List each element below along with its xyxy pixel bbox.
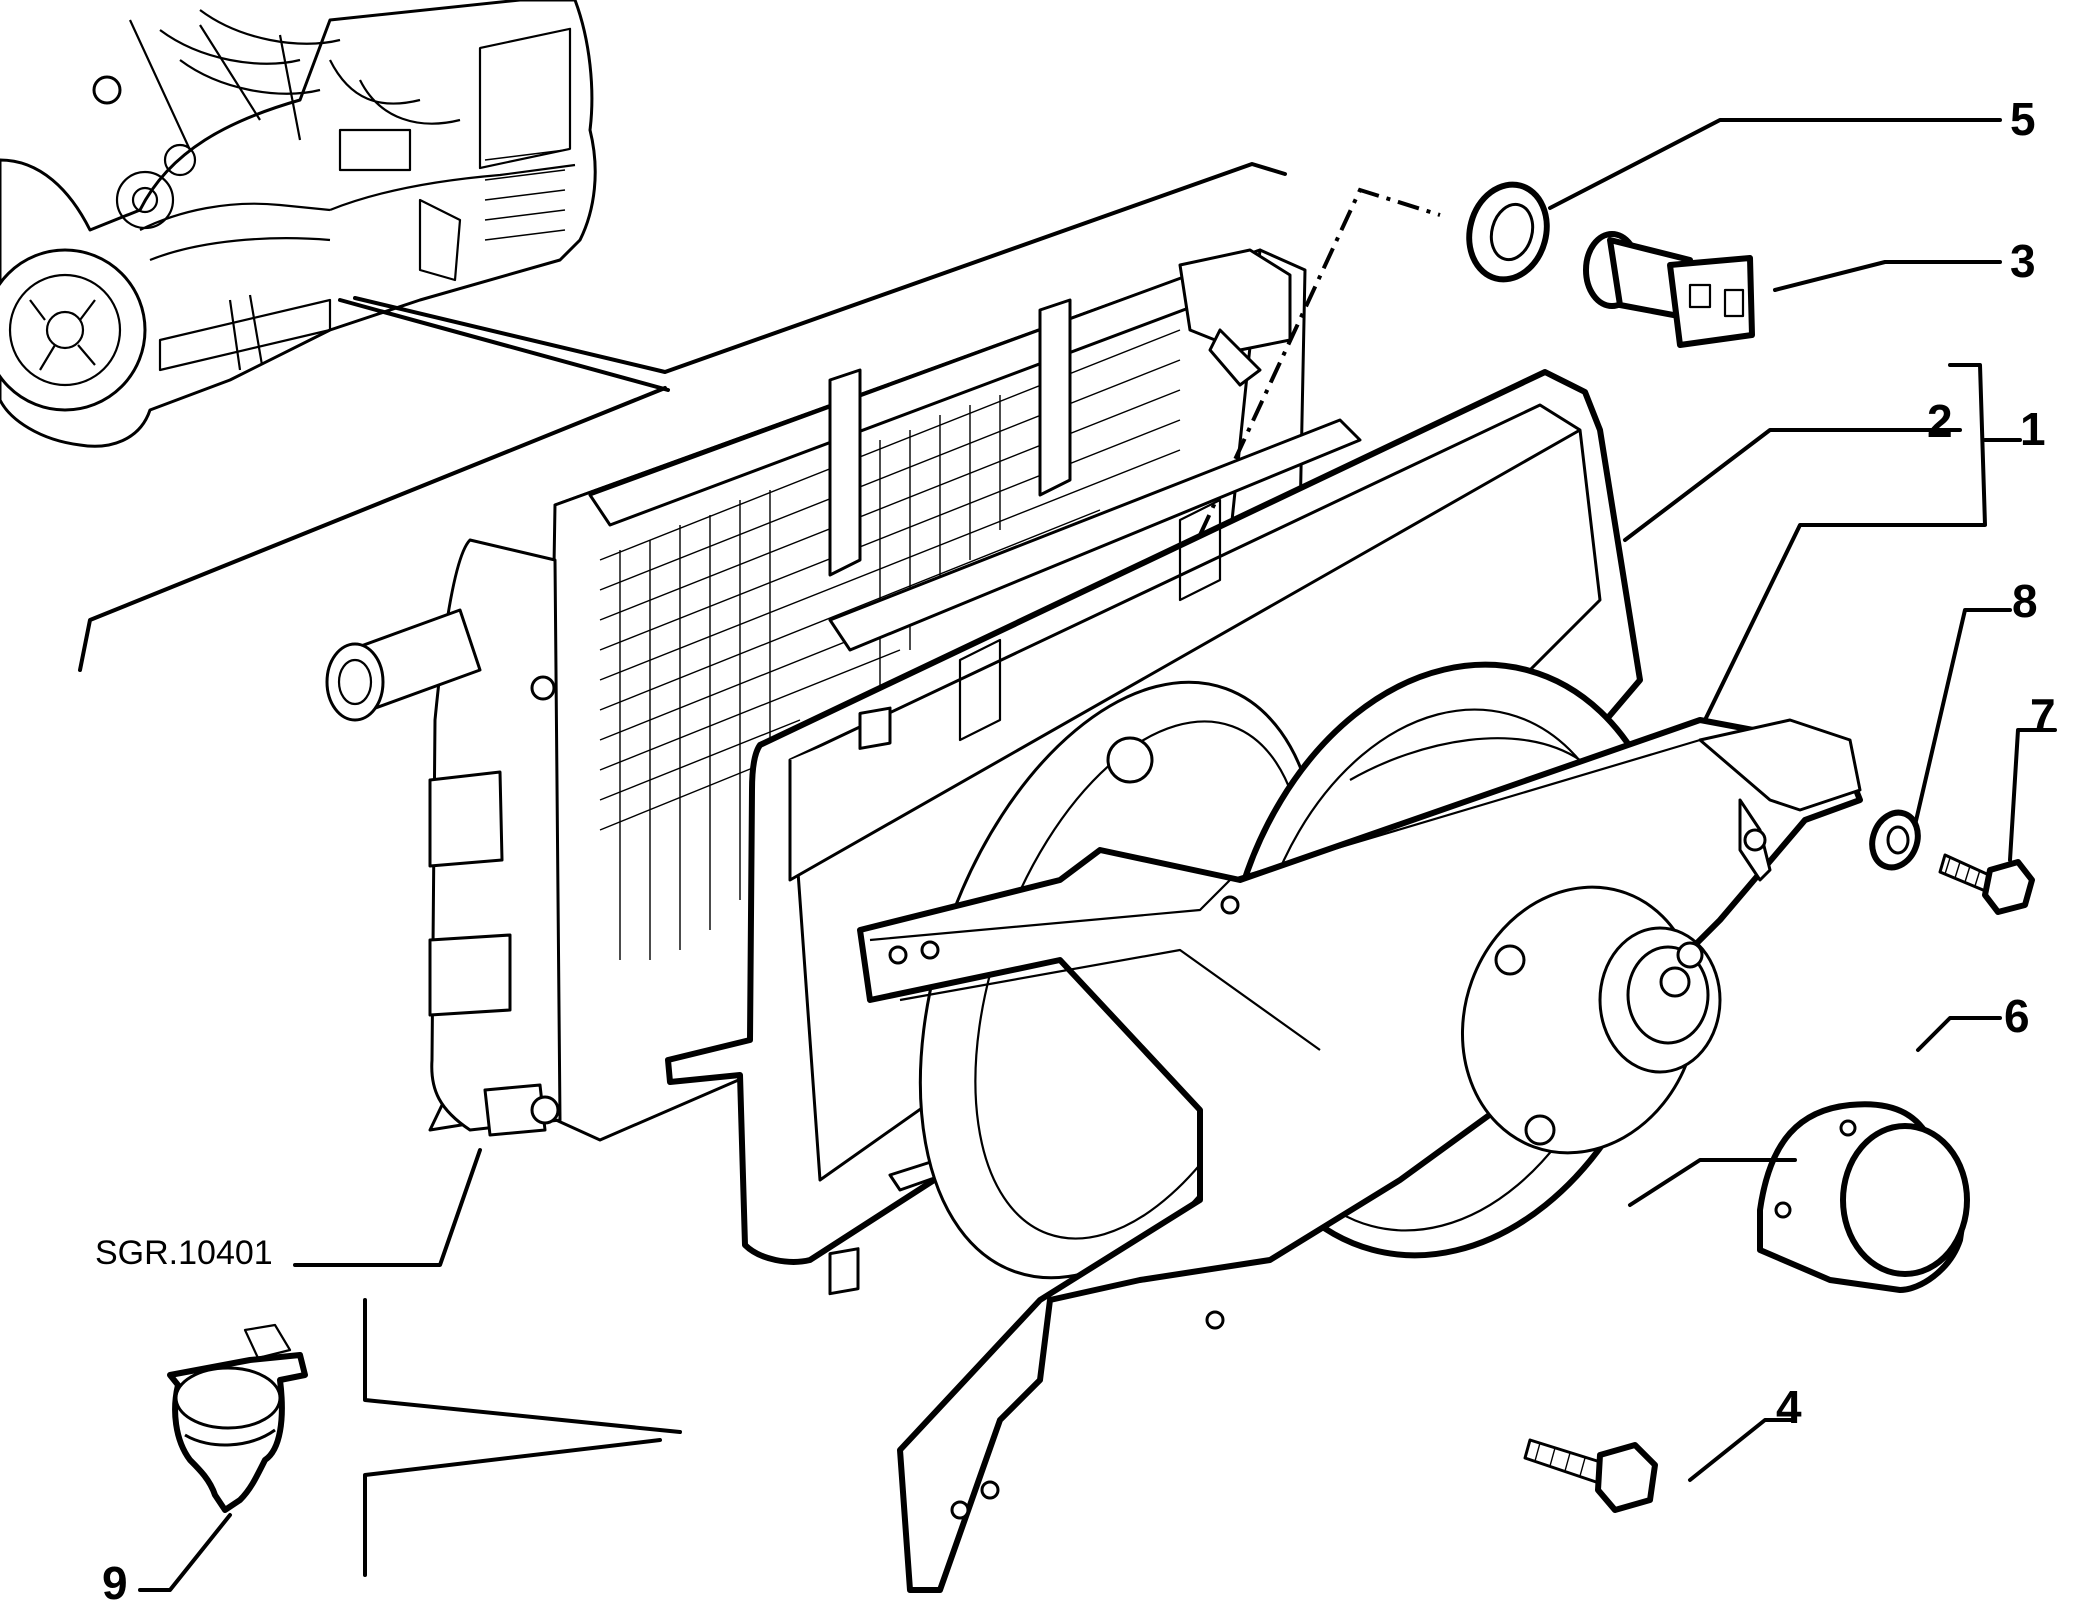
part-9-clip bbox=[167, 1323, 308, 1513]
part-6-motor-cover bbox=[1757, 1101, 1970, 1293]
part-4-bolt bbox=[1523, 1438, 1658, 1513]
callout-6: 6 bbox=[2004, 990, 2030, 1042]
callout-2: 2 bbox=[1927, 395, 1953, 447]
callout-7: 7 bbox=[2030, 689, 2056, 741]
callout-5: 5 bbox=[2010, 93, 2036, 145]
car-leader-lines bbox=[78, 162, 1287, 672]
callout-8: 8 bbox=[2012, 575, 2038, 627]
callout-1: 1 bbox=[2020, 403, 2046, 455]
part-8-lock-washer bbox=[1869, 809, 1921, 871]
callout-9: 9 bbox=[102, 1557, 128, 1609]
part-3-thermo-switch bbox=[1583, 231, 1755, 348]
callout-leaders bbox=[138, 118, 2057, 1592]
part-5-washer bbox=[1466, 181, 1550, 283]
callout-4: 4 bbox=[1776, 1381, 1802, 1433]
part-7-bolt bbox=[1938, 853, 2035, 915]
callout-3: 3 bbox=[2010, 235, 2036, 287]
radiator-core-mesh bbox=[599, 329, 1181, 960]
reference-code: SGR.10401 bbox=[95, 1234, 273, 1272]
fan-assembly bbox=[857, 661, 1863, 1593]
car-front-view bbox=[0, 0, 597, 448]
sensor-leader-dashed bbox=[1198, 187, 1441, 536]
